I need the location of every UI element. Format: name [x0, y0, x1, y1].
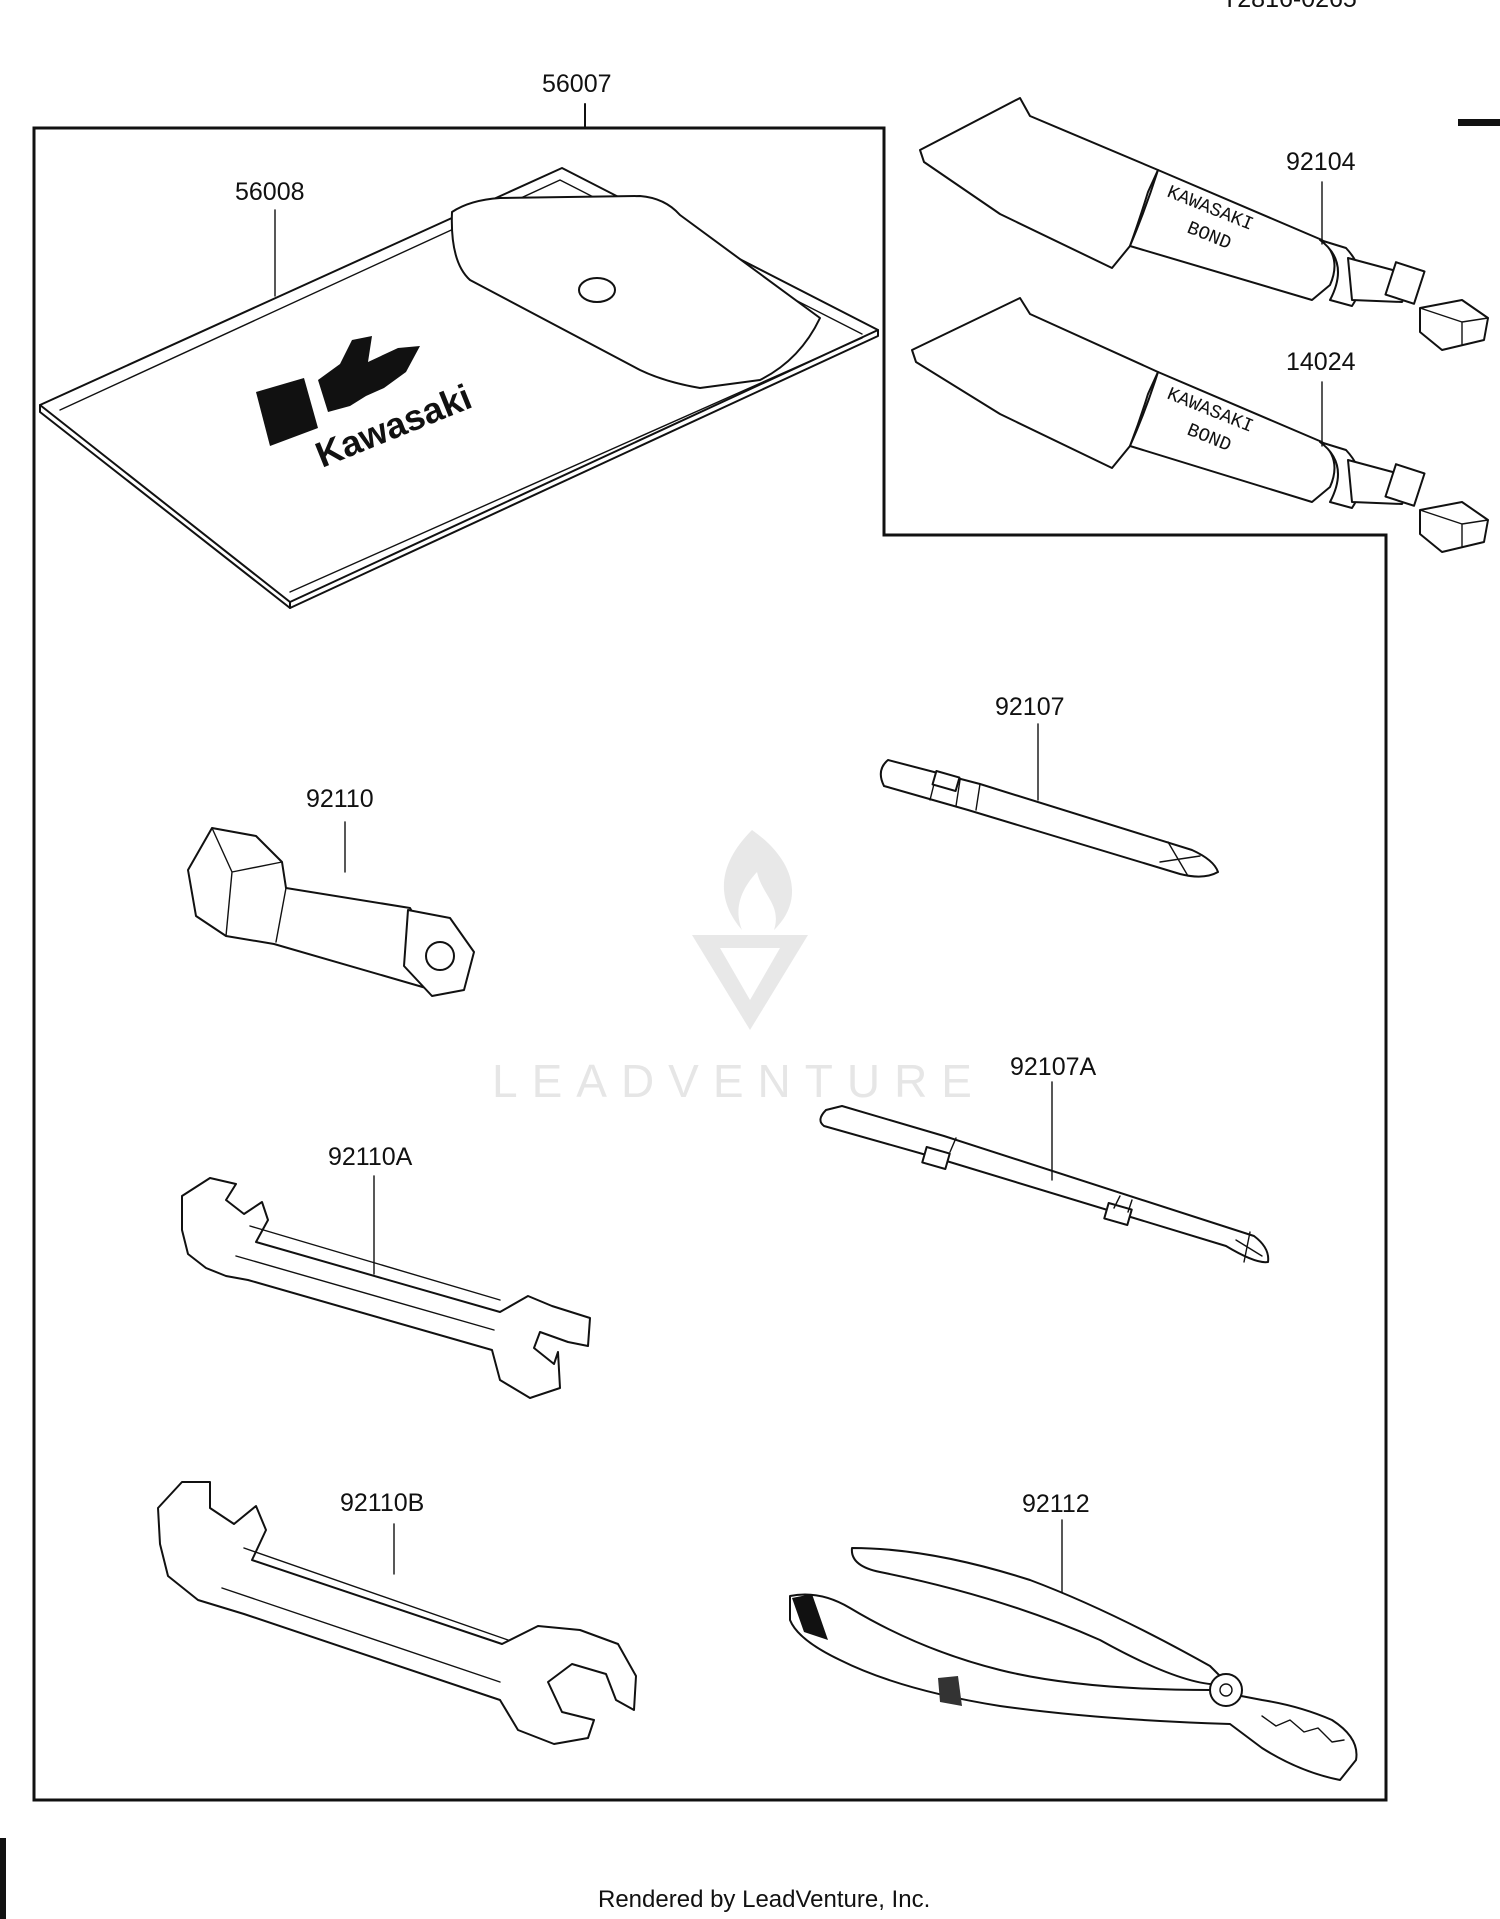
edge-mark — [1458, 119, 1500, 126]
tool-pouch: Kawasaki 56008 — [39, 167, 879, 609]
callout-92112: 92112 — [1022, 1490, 1090, 1518]
callout-92110B: 92110B — [340, 1489, 424, 1517]
callout-56007: 56007 — [542, 70, 612, 98]
screwdriver-92107: 92107 — [879, 693, 1219, 878]
callout-92107A: 92107A — [1010, 1053, 1097, 1081]
callout-92104: 92104 — [1286, 148, 1356, 176]
footer-text: Rendered by LeadVenture, Inc. — [598, 1886, 930, 1913]
callout-56008: 56008 — [235, 178, 305, 206]
kit-frame — [32, 126, 1388, 1802]
edge-mark-left — [0, 1838, 6, 1919]
bond-tube-14024: KAWASAKI BOND 14024 — [911, 297, 1489, 553]
spanner-92110A: 92110A — [181, 1143, 591, 1399]
header-code: T2816-0265 — [1222, 0, 1357, 13]
watermark-v-icon — [692, 935, 808, 1030]
watermark-text: LEADVENTURE — [492, 1055, 986, 1107]
callout-92107: 92107 — [995, 693, 1065, 721]
spanner-92110B: 92110B — [157, 1481, 637, 1745]
watermark-flame-icon — [723, 830, 793, 930]
screwdriver-92107A: 92107A — [819, 1053, 1270, 1264]
callout-92110A: 92110A — [328, 1143, 413, 1171]
pliers-92112: 92112 — [789, 1490, 1358, 1781]
pouch-snap-button — [578, 277, 616, 303]
callout-92110: 92110 — [306, 785, 374, 813]
callout-14024: 14024 — [1286, 348, 1356, 376]
box-spanner-92110: 92110 — [187, 785, 475, 997]
bond-tube-92104: KAWASAKI BOND 92104 — [919, 97, 1489, 351]
watermark: LEADVENTURE — [492, 830, 986, 1107]
